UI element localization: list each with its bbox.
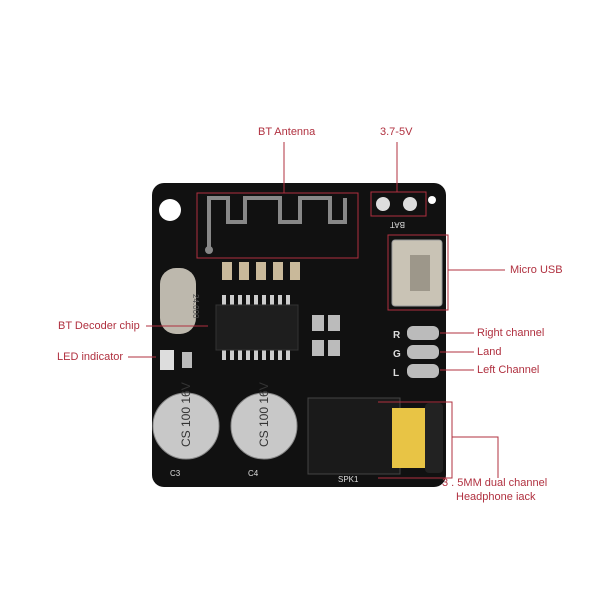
label-micro-usb: Micro USB (510, 264, 563, 276)
silk-c3: C3 (170, 469, 181, 478)
pad-right (407, 326, 439, 340)
pad-ground (407, 345, 439, 359)
silk-crystal: 24.000 (191, 294, 200, 319)
label-right-channel: Right channel (477, 327, 545, 339)
silk-spk1: SPK1 (338, 475, 359, 484)
pad-left (407, 364, 439, 378)
headphone-jack-insert (392, 408, 430, 468)
cap-c3-text: CS 100 16V (179, 382, 193, 447)
silk-g: G (393, 349, 401, 360)
silk-c4: C4 (248, 469, 259, 478)
mounting-hole-small (428, 196, 436, 204)
capacitor-c4 (230, 392, 298, 460)
label-jack-line2: Headphone iack (456, 491, 536, 503)
callout-lines (128, 142, 505, 479)
mounting-hole (159, 199, 181, 221)
capacitor-c3 (152, 392, 220, 460)
cap-c4-text: CS 100 16V (257, 382, 271, 447)
led (160, 350, 174, 370)
crystal-oscillator (160, 268, 196, 334)
label-left-channel: Left Channel (477, 364, 540, 376)
bat-pad-plus (376, 197, 390, 211)
antenna-trace (207, 196, 347, 250)
silk-bat: BAT (390, 220, 405, 229)
silk-r: R (393, 330, 401, 341)
label-decoder-chip: BT Decoder chip (58, 320, 140, 332)
label-voltage: 3.7-5V (380, 126, 413, 138)
decoder-chip (215, 304, 299, 351)
label-jack-line1: 3 . 5MM dual channel (442, 477, 548, 489)
smd-capacitors (312, 315, 340, 356)
label-land: Land (477, 346, 502, 358)
silk-l: L (393, 368, 399, 379)
decoder-chip-pins (222, 295, 290, 360)
headphone-jack-body (307, 397, 401, 475)
label-led-indicator: LED indicator (57, 351, 124, 363)
label-bt-antenna: BT Antenna (258, 126, 316, 138)
bat-pad-minus (403, 197, 417, 211)
smd-resistors (222, 262, 300, 280)
